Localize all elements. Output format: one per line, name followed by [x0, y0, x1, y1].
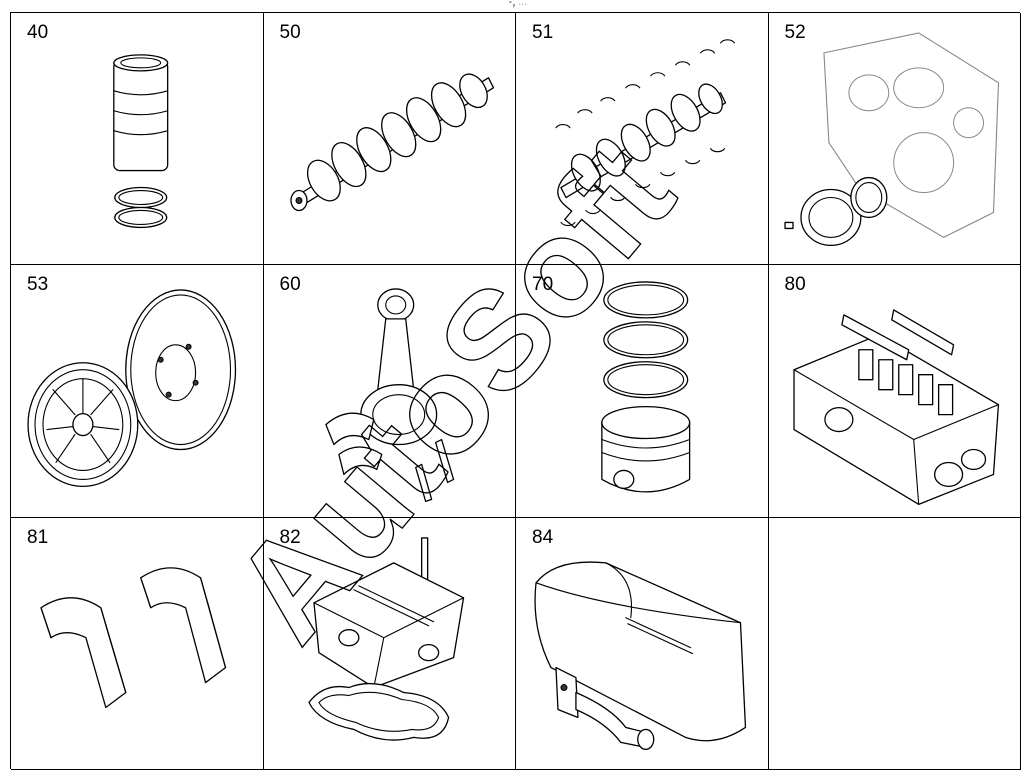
crankshaft-icon — [264, 13, 516, 264]
part-number-label: 81 — [27, 526, 49, 548]
part-number-label: 50 — [279, 22, 301, 43]
timing-cover-icon — [769, 13, 1021, 264]
piston-rings-icon — [516, 265, 768, 516]
part-cell-52[interactable]: 52 — [768, 13, 1021, 266]
part-cell-60[interactable]: 60 — [263, 265, 516, 518]
part-cell-84[interactable]: 84 — [516, 517, 769, 770]
part-number-label: 70 — [532, 274, 554, 296]
part-cell-82[interactable]: 82 — [263, 517, 516, 770]
part-number-label: 40 — [27, 22, 49, 43]
part-number-label: 82 — [279, 526, 301, 548]
cylinder-liner-icon — [11, 13, 263, 264]
top-marker: °ᵧ ∙∙∙ — [509, 1, 528, 8]
brackets-icon — [11, 518, 263, 769]
part-number-label: 53 — [27, 274, 49, 296]
part-number-label: 60 — [279, 274, 301, 296]
part-cell-70[interactable]: 70 — [516, 265, 769, 518]
part-number-label: 84 — [532, 526, 554, 548]
connecting-rod-icon — [264, 265, 516, 516]
part-cell-51[interactable]: 51 — [516, 13, 769, 266]
parts-grid: 40 50 — [10, 12, 1021, 770]
part-cell-50[interactable]: 50 — [263, 13, 516, 266]
part-number-label: 52 — [784, 22, 806, 43]
part-number-label: 80 — [784, 274, 806, 296]
part-cell-81[interactable]: 81 — [11, 517, 264, 770]
cylinder-head-icon — [769, 265, 1021, 516]
part-cell-empty — [768, 517, 1021, 770]
valve-cover-gasket-icon — [264, 518, 516, 769]
part-cell-80[interactable]: 80 — [768, 265, 1021, 518]
part-number-label: 51 — [532, 22, 554, 43]
intake-manifold-icon — [516, 518, 768, 769]
crankshaft-bearings-icon — [516, 13, 768, 264]
part-cell-40[interactable]: 40 — [11, 13, 264, 266]
vibration-damper-icon — [11, 265, 263, 516]
part-cell-53[interactable]: 53 — [11, 265, 264, 518]
